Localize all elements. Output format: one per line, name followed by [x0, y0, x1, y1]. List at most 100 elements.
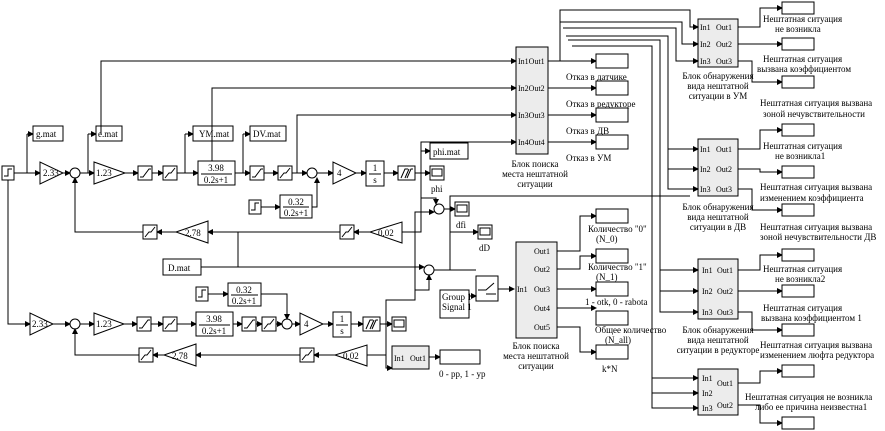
det-block-reducer[interactable]	[697, 258, 739, 320]
display-um-1	[781, 1, 815, 15]
search-block-2-out-3: Out3	[534, 285, 550, 294]
sum-dfi[interactable]	[433, 203, 445, 215]
det-dv-caption-2: вида нештатной	[687, 212, 749, 222]
gain-k4-bot[interactable]	[162, 343, 197, 367]
tf-2-bot-num: 0.32	[236, 285, 252, 295]
display-unk-1	[781, 364, 815, 378]
search-block-2-out-2: Out2	[534, 265, 550, 274]
to-file-d-label: D.mat	[168, 263, 191, 273]
gain-k4-bot-label: 2.78	[172, 351, 188, 361]
to-file-e[interactable]	[95, 125, 123, 142]
tf-1-top-den: 0.2s+1	[204, 175, 228, 185]
det-um-label-2b: вызвана коэффициентом	[757, 64, 851, 74]
to-file-g-label: g.mat	[36, 129, 57, 139]
gain-k4-top-label: 2.78	[185, 228, 201, 238]
search-block-1-port-3: In3Out3	[518, 111, 545, 120]
detection-blocks: In1 In2 In3 Out1 Out2 Out3 Блок обнаруже…	[449, 1, 876, 430]
count-1-label-1: Количество "1"	[588, 262, 647, 272]
to-file-ym[interactable]	[192, 125, 234, 142]
det-um-in-2: In2	[700, 40, 711, 49]
sum-2-top[interactable]	[306, 167, 318, 179]
tf-2-bot-den: 0.2s+1	[232, 296, 256, 306]
display-um-2	[781, 37, 815, 51]
display-um-3	[781, 75, 815, 89]
display-unk-2	[781, 416, 815, 430]
search-output-1-label: Отказ в датчике	[566, 72, 627, 82]
det-unk-label-1b: либо ее причина неизвестна1	[755, 402, 867, 412]
saturation-2-top[interactable]	[249, 165, 265, 181]
det-red-label-2b: вызвана коэффициентом 1	[761, 313, 862, 323]
det-red-caption-2: вида нештатной	[687, 335, 749, 345]
display-dv-1	[781, 123, 815, 137]
display-count-1	[595, 248, 629, 264]
display-red-2	[781, 284, 815, 298]
gain-k3-bot[interactable]	[299, 312, 325, 336]
search-output-2-label: Отказ в редукторе	[566, 99, 636, 109]
sum-2-bot[interactable]	[281, 318, 293, 330]
sum-1-bot[interactable]	[69, 318, 81, 330]
det-red-out-2: Out2	[717, 287, 733, 296]
tf-1-bot-num: 3.98	[206, 314, 222, 324]
error-section: D.mat Group 1 Signal 1	[162, 229, 515, 319]
det-dv-in-3: In3	[700, 185, 711, 194]
det-um-in-3: In3	[700, 57, 711, 66]
det-um-caption-3: ситуации в УМ	[689, 91, 748, 101]
count-0-label-2: (N_0)	[596, 234, 618, 244]
backlash-top[interactable]	[397, 165, 416, 181]
display-reducer-fault	[595, 80, 629, 96]
det-dv-label-3a: Нештатная ситуация вызвана	[760, 222, 872, 232]
search-block-1-body[interactable]	[515, 46, 549, 155]
gain-k4-top[interactable]	[174, 220, 209, 244]
search-block-2-body[interactable]	[515, 241, 558, 339]
display-amp-fault	[595, 134, 629, 150]
det-um-caption-1: Блок обнаружения	[682, 71, 753, 81]
top-loop: 2.33 g.mat e.mat 1.23 YM.mat	[1, 125, 493, 253]
count-0-label-1: Количество "0"	[588, 224, 647, 234]
search-block-2-out-4: Out4	[534, 304, 550, 313]
det-um-label-1b: не возникла	[775, 24, 821, 34]
count-4-label-1: k*N	[602, 364, 618, 374]
saturation-bot[interactable]	[136, 316, 152, 332]
saturation-2-bot[interactable]	[241, 316, 257, 332]
det-um-label-3b: зоной нечувствительности	[763, 109, 865, 119]
gain-k2-bot[interactable]	[93, 312, 126, 336]
det-dv-label-1a: Нештатная ситуация	[763, 141, 842, 151]
gain-k2-top[interactable]	[93, 161, 127, 185]
to-file-phi[interactable]	[429, 142, 469, 160]
small-block: In1 Out1 0 - pp, 1 - yp	[391, 345, 486, 379]
display-mode	[439, 349, 481, 365]
count-3-label-1: Общее количество	[595, 325, 667, 335]
gain-k5-bot[interactable]	[333, 344, 368, 367]
det-block-unknown[interactable]	[697, 368, 739, 416]
det-um-out-2: Out2	[716, 40, 732, 49]
to-file-g[interactable]	[32, 125, 64, 142]
gain-k1-bot[interactable]	[29, 312, 55, 336]
saturation-top[interactable]	[137, 165, 153, 181]
gain-k1-top[interactable]	[39, 161, 65, 185]
display-dv-3	[781, 203, 815, 217]
search-block-1-port-1: In1Out1	[518, 57, 545, 66]
integrator-top-num: 1	[373, 163, 378, 173]
signal-builder[interactable]	[439, 289, 470, 319]
integrator-top-den: s	[373, 175, 377, 185]
sum-dD[interactable]	[423, 264, 435, 276]
sum-1-top[interactable]	[69, 167, 81, 179]
gain-k3-top[interactable]	[332, 161, 358, 185]
det-block-dv[interactable]	[697, 138, 739, 197]
det-unk-out-1: Out1	[717, 379, 733, 388]
search-block-1-caption-2: места нештатной	[502, 169, 568, 179]
to-file-ym-label: YM.mat	[199, 129, 230, 139]
gain-k1-bot-label: 2.33	[32, 319, 48, 329]
search-block-1-port-4: In4Out4	[518, 138, 545, 147]
gain-k5-top[interactable]	[368, 221, 403, 244]
det-um-in-1: In1	[700, 23, 711, 32]
to-file-dv-label: DV.mat	[253, 129, 281, 139]
search-block-2-out-1: Out1	[534, 247, 550, 256]
det-um-out-3: Out3	[716, 57, 732, 66]
backlash-bot[interactable]	[362, 316, 381, 332]
det-red-label-3b: изменением люфта редуктора	[760, 350, 874, 360]
to-file-dv[interactable]	[249, 125, 287, 142]
display-red-3	[781, 323, 815, 337]
tf-1-bot[interactable]	[195, 311, 234, 337]
